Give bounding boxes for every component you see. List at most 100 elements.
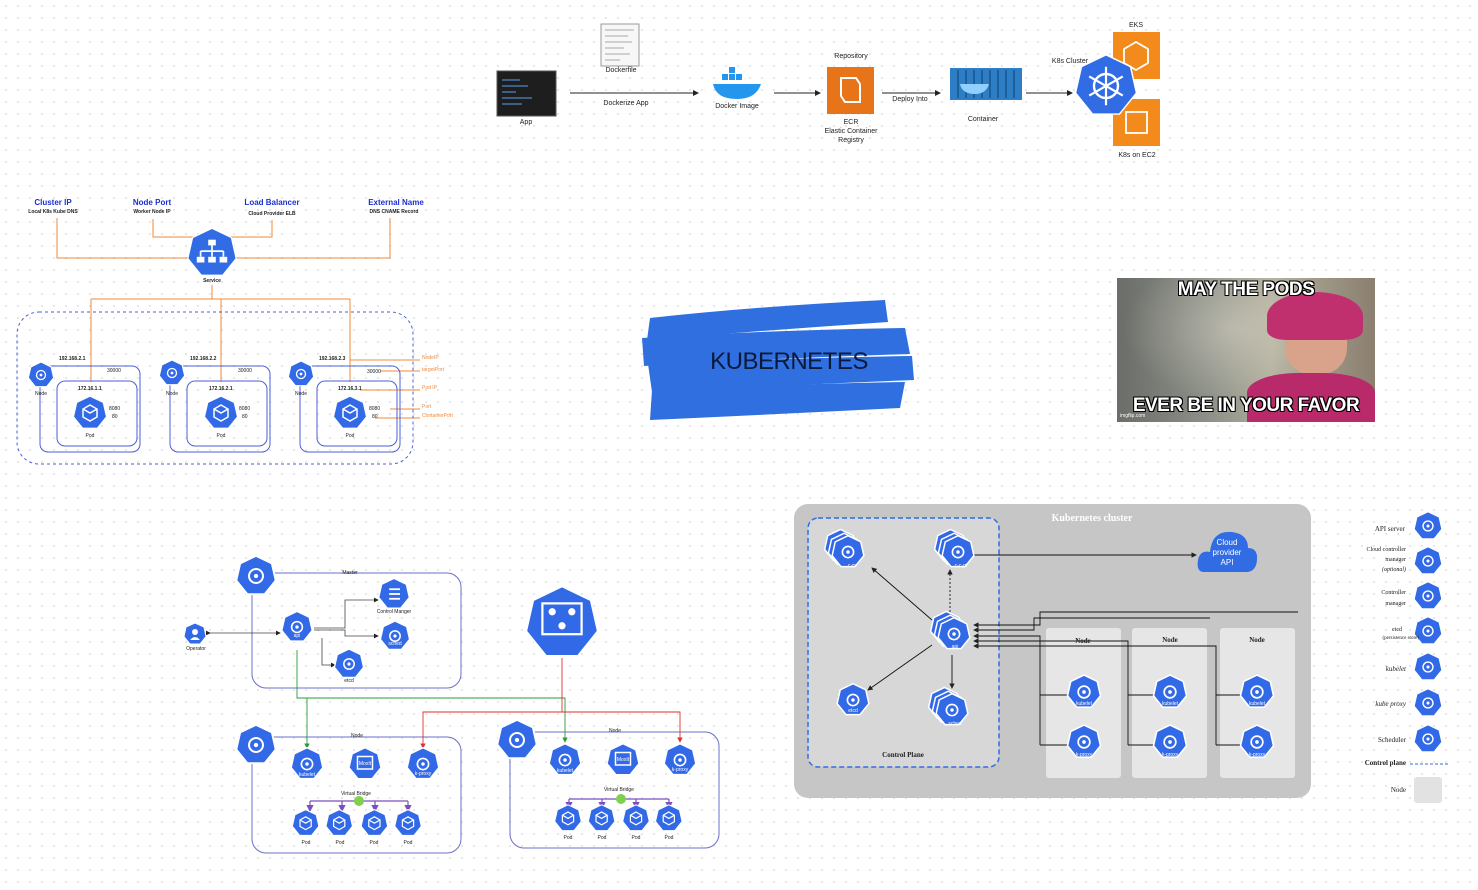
service-type-name: Node Port	[132, 198, 172, 207]
operator-icon	[183, 622, 207, 645]
node-label: Node	[1075, 637, 1091, 645]
pod-ip: 172.16.2.1	[209, 386, 233, 392]
app-label: App	[519, 119, 533, 126]
moxit-label: MoxIt	[616, 757, 630, 763]
app-screenshot	[496, 70, 557, 117]
deploy-label: Deploy Into	[892, 96, 928, 103]
service-icon	[187, 227, 237, 276]
virtual-bridge-label: Virtual Bridge	[341, 791, 371, 797]
node-icon	[287, 360, 315, 387]
container-port: 80	[242, 414, 248, 420]
service-type-name: Load Balancer	[244, 198, 300, 207]
kubelet-label: kubelet	[1248, 701, 1266, 707]
cloud-label: API	[1220, 558, 1234, 567]
docker-image-label: Docker Image	[715, 103, 759, 110]
master-label: Master	[342, 570, 358, 576]
container-icon	[950, 68, 1022, 100]
pod-label: Pod	[631, 835, 641, 841]
docker-whale-icon	[713, 67, 761, 99]
cloud-label: Cloud	[1216, 538, 1238, 547]
legend-api-server: API server	[1374, 525, 1405, 533]
legend-port: Port	[422, 404, 432, 410]
legend-containerport: ContainerPort	[422, 413, 453, 419]
service-label: Service	[203, 278, 221, 284]
dockerfile-label: Dockerfile	[605, 67, 637, 74]
control-manager-label: Control Manger	[376, 609, 412, 615]
pipeline	[496, 23, 1160, 146]
node-label: Node	[295, 391, 307, 397]
legend-etcd: etcd	[1392, 627, 1402, 633]
meme-bottom-text: EVER BE IN YOUR FAVOR	[1132, 395, 1360, 416]
kubernetes-banner	[642, 300, 914, 420]
registry-label: Registry	[838, 137, 864, 144]
cm-label: c-m	[847, 563, 857, 569]
pod-label: Pod	[369, 840, 379, 846]
service-type-name: External Name	[368, 198, 424, 207]
eks-label: EKS	[1128, 22, 1144, 29]
pod-label: Pod	[85, 433, 95, 439]
legend-ccm: (optional)	[1382, 567, 1406, 573]
legend-control-plane: Control plane	[1364, 759, 1406, 767]
ccm-label: c-c-m	[954, 563, 968, 569]
service-type-desc: Worker Node IP	[133, 209, 171, 215]
pod-label: Pod	[335, 840, 345, 846]
kubelet-label: kubelet	[1161, 701, 1179, 707]
meme-image: MAY THE PODS EVER BE IN YOUR FAVOR imgfl…	[1117, 278, 1375, 422]
kubelet-label: kubelet	[298, 772, 316, 778]
legend-podip: Pod IP	[422, 385, 438, 391]
api-label: api	[293, 633, 301, 639]
container-port: 80	[112, 414, 118, 420]
ecr-label: ECR	[843, 119, 859, 126]
ecr-full-label: Elastic Container	[824, 128, 878, 135]
service-type-desc: Local K8s Kube DNS	[28, 209, 78, 215]
services-diagram	[16, 218, 420, 465]
pod-label: Pod	[216, 433, 226, 439]
node-label: Node	[609, 728, 621, 734]
etcd-label: etcd	[848, 708, 858, 714]
control-plane-label: Control Plane	[882, 751, 924, 759]
kubelet-label: kubelet	[1075, 701, 1093, 707]
cloud-provider-icon	[1197, 531, 1258, 572]
kproxy-label: k-proxy	[414, 771, 432, 777]
node-ip: 192.168.2.1	[59, 356, 86, 362]
target-port: 8080	[239, 406, 251, 412]
cluster-title: Kubernetes cluster	[1051, 513, 1133, 524]
container-port: 80	[372, 414, 378, 420]
legend-node-swatch	[1414, 777, 1442, 803]
legend-node: Node	[1390, 786, 1406, 794]
kubelet-label: kubelet	[556, 768, 574, 774]
moxit-label: MoxIt	[358, 761, 372, 767]
pod-label: Pod	[597, 835, 607, 841]
kproxy-label: k-proxy	[1161, 752, 1179, 758]
cloud-label: provider	[1212, 548, 1242, 557]
pod-label: Pod	[301, 840, 311, 846]
operator-label: Operator	[186, 646, 206, 652]
target-port: 8080	[369, 406, 381, 412]
repository-label: Repository	[834, 53, 868, 60]
sched-label: sched	[948, 721, 962, 727]
sched-label: sched	[388, 641, 402, 647]
api-label: api	[951, 644, 959, 650]
legend-ccm: Cloud controller	[1366, 547, 1407, 553]
node-label: Node	[351, 733, 363, 739]
cluster-legend	[1410, 510, 1448, 765]
node-label: Node	[35, 391, 47, 397]
etcd-label: etcd	[344, 678, 354, 684]
node-port: 30000	[367, 369, 381, 375]
kubernetes-cluster-diagram	[794, 504, 1311, 798]
node-label: Node	[166, 391, 178, 397]
node-ip: 192.168.2.2	[190, 356, 217, 362]
target-port: 8080	[109, 406, 121, 412]
legend-etcd: (persistence store)	[1382, 636, 1419, 641]
service-type-desc: Cloud Provider ELB	[248, 211, 296, 217]
pod-label: Pod	[403, 840, 413, 846]
pod-ip: 172.16.3.1	[338, 386, 362, 392]
legend-cm: Controller	[1381, 590, 1406, 596]
dockerize-label: Dockerize App	[603, 100, 649, 107]
node-icon	[27, 361, 55, 388]
k8s-cluster-label: K8s Cluster	[1051, 58, 1089, 65]
dockerfile-icon	[600, 23, 640, 67]
legend-nodeip: NodeIP	[422, 355, 439, 361]
k8s-cluster-icon	[1074, 54, 1138, 115]
